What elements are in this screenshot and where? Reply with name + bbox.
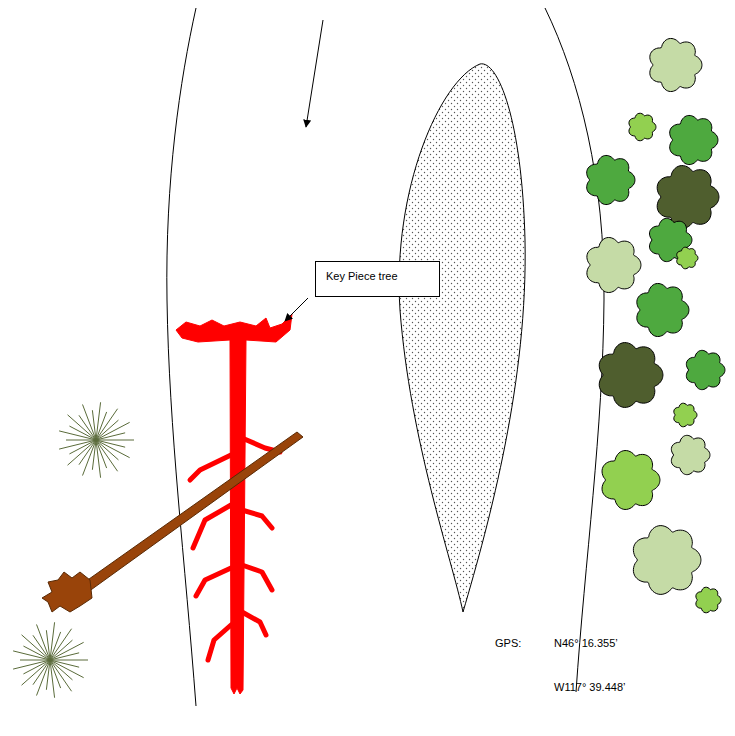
shrub bbox=[629, 113, 656, 141]
conifer-needle bbox=[83, 404, 96, 440]
shrub bbox=[696, 587, 721, 613]
conifer-needle bbox=[96, 440, 134, 441]
shrub bbox=[686, 350, 725, 389]
shrub bbox=[670, 115, 718, 164]
right-bank bbox=[545, 8, 604, 692]
conifer-needle bbox=[92, 410, 96, 440]
conifer-needle bbox=[13, 660, 50, 669]
conifer-needle bbox=[46, 630, 50, 660]
shrub bbox=[599, 343, 663, 408]
conifer-needle bbox=[50, 660, 55, 698]
conifer-needle bbox=[50, 653, 79, 660]
left-bank bbox=[167, 8, 196, 706]
conifer-needle bbox=[20, 660, 50, 661]
gravel-bar bbox=[399, 64, 525, 612]
conifer-needle bbox=[96, 422, 130, 440]
shrub bbox=[650, 38, 702, 91]
conifer-needle bbox=[96, 433, 125, 440]
shrub bbox=[633, 526, 701, 595]
leader-line bbox=[285, 298, 308, 321]
gps-coordinate: W117° 39.448’ bbox=[554, 681, 625, 694]
conifer-needle bbox=[50, 660, 88, 661]
conifer-symbols bbox=[13, 402, 134, 697]
conifer-needle bbox=[37, 624, 50, 660]
shrub bbox=[602, 451, 660, 510]
shrub bbox=[637, 283, 689, 336]
conifer-needle bbox=[23, 660, 50, 674]
conifer-needle bbox=[96, 440, 101, 478]
fallen-log bbox=[42, 432, 303, 612]
shrub bbox=[671, 435, 710, 474]
shrub bbox=[587, 155, 635, 204]
riparian-shrubs bbox=[587, 38, 725, 612]
shrub bbox=[674, 403, 697, 427]
callout-text: Key Piece tree bbox=[326, 270, 429, 283]
conifer-needle bbox=[50, 642, 84, 660]
callout-box: Key Piece tree bbox=[315, 261, 440, 297]
conifer-needle bbox=[59, 440, 96, 449]
conifer-needle bbox=[66, 440, 96, 441]
flow-arrow bbox=[306, 20, 323, 127]
gps-coordinate: N46° 16.355’ bbox=[554, 637, 618, 650]
shrub bbox=[677, 247, 698, 269]
conifer-needle bbox=[69, 440, 96, 454]
gps-label: GPS: bbox=[495, 637, 521, 650]
key-piece-tree bbox=[176, 314, 292, 694]
shrub bbox=[587, 237, 641, 292]
